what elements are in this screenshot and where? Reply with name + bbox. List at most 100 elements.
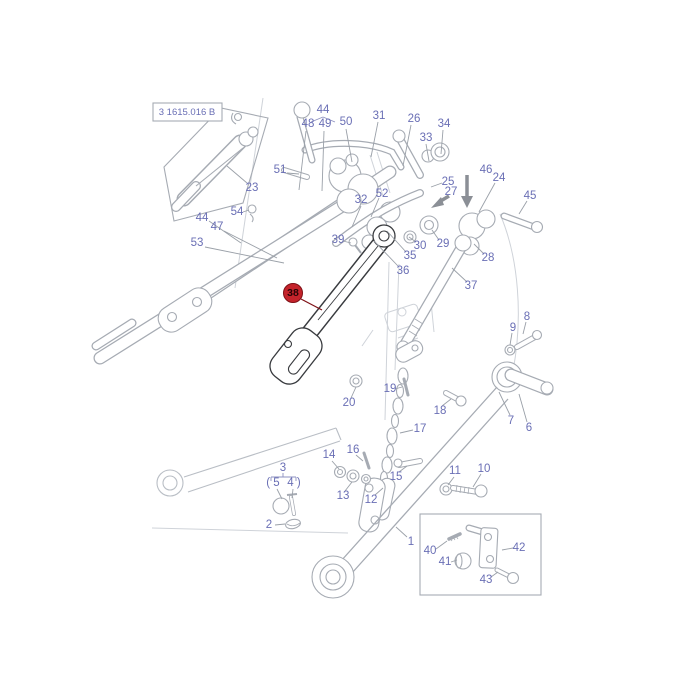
leader-8 bbox=[522, 321, 527, 335]
callout-48: 48 bbox=[302, 118, 315, 130]
callout-37: 37 bbox=[465, 280, 478, 292]
callout-18: 18 bbox=[434, 405, 447, 417]
part-reference-label: 3 1615.016 B bbox=[159, 107, 216, 118]
callout-49: 49 bbox=[319, 118, 332, 130]
inset-detail-box bbox=[419, 513, 542, 596]
part-reference-box bbox=[152, 102, 223, 122]
leader-17 bbox=[399, 429, 414, 434]
callout-44: 44 bbox=[196, 212, 209, 224]
callout-25: 25 bbox=[442, 176, 455, 188]
callout-42: 42 bbox=[513, 542, 526, 554]
lower-link-arm-1 bbox=[156, 386, 509, 599]
callout-26: 26 bbox=[408, 113, 421, 125]
callout-16: 16 bbox=[347, 444, 360, 456]
callout-46: 46 bbox=[480, 164, 493, 176]
plug-29 bbox=[419, 215, 439, 235]
washer-20 bbox=[349, 374, 363, 388]
leader-40 bbox=[435, 540, 448, 550]
callout-3: 3 bbox=[280, 462, 286, 474]
leader-53 bbox=[204, 246, 285, 264]
bottom-hardware bbox=[272, 482, 488, 530]
leader-39 bbox=[342, 240, 352, 244]
leader-33 bbox=[425, 143, 430, 162]
bolt-head-10 bbox=[474, 484, 488, 498]
leader-25 bbox=[430, 182, 443, 188]
leader-42 bbox=[501, 547, 514, 551]
background-outlines bbox=[151, 97, 519, 534]
leader-41 bbox=[450, 559, 458, 563]
leader-28 bbox=[473, 243, 485, 255]
leader-18 bbox=[441, 398, 452, 407]
leader-47 bbox=[223, 230, 278, 259]
ring-34 bbox=[430, 142, 450, 162]
callout-7: 7 bbox=[508, 415, 514, 427]
callout-28: 28 bbox=[482, 252, 495, 264]
callout-20: 20 bbox=[343, 397, 356, 409]
leader-20 bbox=[350, 386, 357, 399]
callout-44: 44 bbox=[317, 104, 330, 116]
leader-26 bbox=[402, 124, 412, 167]
leader-1 bbox=[395, 526, 408, 538]
leader-50 bbox=[345, 128, 353, 163]
highlight-leader bbox=[300, 298, 323, 311]
leader-37 bbox=[451, 267, 468, 283]
leader-7 bbox=[498, 391, 511, 416]
bolt-head-18 bbox=[455, 395, 467, 407]
leader-23 bbox=[226, 165, 248, 184]
leader-45 bbox=[518, 200, 528, 215]
callout-24: 24 bbox=[493, 172, 506, 184]
callout-31: 31 bbox=[373, 110, 386, 122]
leveling-rod-37 bbox=[396, 234, 472, 354]
upper-linkage-cluster bbox=[247, 101, 544, 256]
callout-35: 35 bbox=[404, 250, 417, 262]
leader-10 bbox=[472, 473, 482, 488]
callout-5: ( 5 bbox=[266, 477, 279, 489]
callout-54: 54 bbox=[231, 206, 244, 218]
washer-13 bbox=[346, 469, 360, 483]
callout-34: 34 bbox=[438, 118, 451, 130]
washer-9 bbox=[504, 344, 516, 356]
leader-6 bbox=[518, 393, 528, 423]
leader-4 bbox=[291, 488, 294, 499]
callout-19: 19 bbox=[384, 383, 397, 395]
callout-41: 41 bbox=[439, 556, 452, 568]
callout-51: 51 bbox=[274, 164, 287, 176]
callout-4: 4 ) bbox=[287, 477, 301, 489]
callout-52: 52 bbox=[376, 188, 389, 200]
lift-cylinder-assembly bbox=[171, 112, 259, 212]
clip-2 bbox=[285, 518, 301, 530]
leader-29 bbox=[431, 229, 440, 241]
callout-33: 33 bbox=[420, 132, 433, 144]
leader-48 bbox=[298, 130, 307, 191]
leader-13 bbox=[344, 481, 353, 492]
lift-shaft-and-bolts bbox=[491, 329, 554, 396]
highlight-badge-number: 38 bbox=[287, 287, 299, 299]
detail-box-frame bbox=[419, 513, 542, 596]
leader-31 bbox=[370, 121, 379, 158]
leader-35 bbox=[386, 230, 407, 253]
ball-end-1 bbox=[311, 555, 355, 599]
leader-19 bbox=[394, 386, 403, 390]
leader-15 bbox=[398, 465, 408, 473]
callout-50: 50 bbox=[340, 116, 353, 128]
leader-5 bbox=[276, 488, 283, 500]
clevis-end-53 bbox=[157, 287, 213, 333]
highlighted-lift-arm-38 bbox=[269, 224, 396, 385]
callout-32: 32 bbox=[355, 194, 368, 206]
callout-14: 14 bbox=[323, 449, 336, 461]
callout-6: 6 bbox=[526, 422, 532, 434]
inset-reference-frame bbox=[152, 102, 269, 222]
callout-15: 15 bbox=[390, 471, 403, 483]
callout-10: 10 bbox=[478, 463, 491, 475]
stud-head-44 bbox=[293, 101, 311, 119]
callout-12: 12 bbox=[365, 494, 378, 506]
callout-47: 47 bbox=[211, 221, 224, 233]
callout-53: 53 bbox=[191, 237, 204, 249]
leader-9 bbox=[509, 332, 513, 346]
callout-11: 11 bbox=[449, 465, 461, 477]
linch-ring-5 bbox=[272, 497, 290, 515]
callout-1: 1 bbox=[408, 536, 414, 548]
leader-16 bbox=[355, 454, 364, 462]
leader-11 bbox=[447, 476, 455, 486]
